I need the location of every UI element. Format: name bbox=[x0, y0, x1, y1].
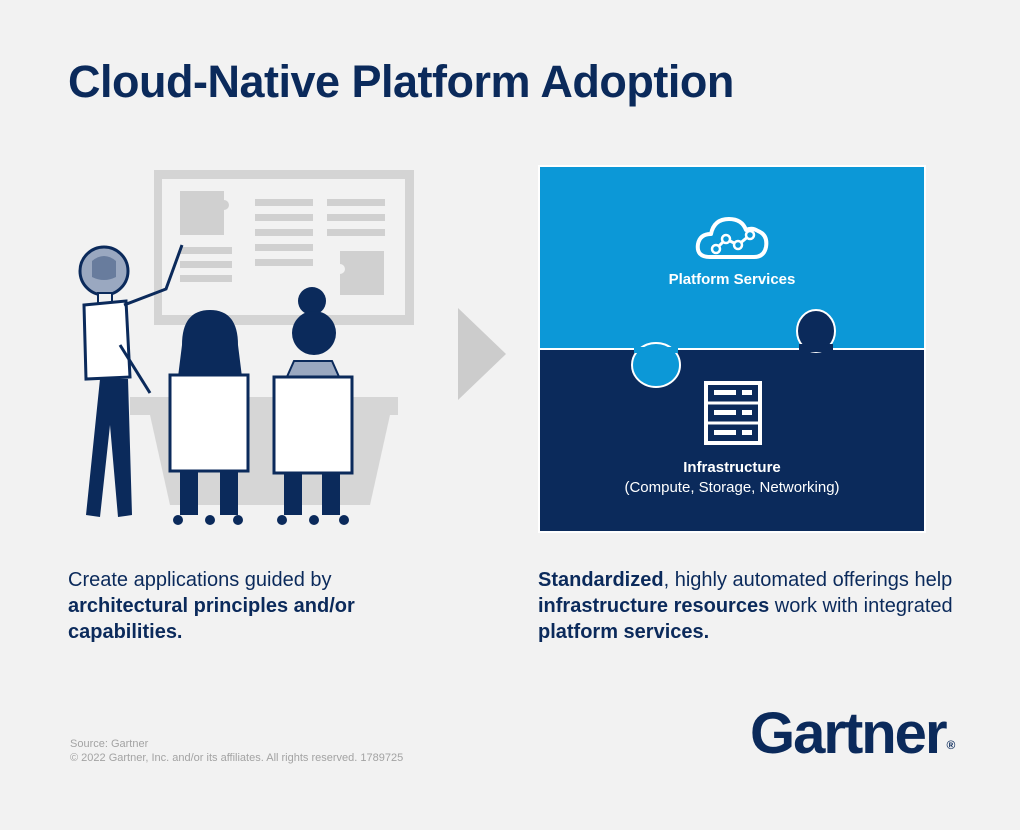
copyright-line: © 2022 Gartner, Inc. and/or its affiliat… bbox=[70, 752, 404, 764]
presenter-figure bbox=[78, 244, 184, 517]
right-caption-bold-2: infrastructure resources bbox=[538, 595, 770, 617]
page-title: Cloud-Native Platform Adoption bbox=[68, 56, 734, 107]
infrastructure-label: Infrastructure bbox=[683, 459, 781, 476]
right-caption-plain-1: , highly automated offerings help bbox=[663, 569, 953, 591]
left-caption: Create applications guided by architectu… bbox=[68, 567, 448, 645]
server-rack-icon bbox=[704, 381, 762, 445]
meeting-illustration bbox=[78, 170, 414, 525]
logo-text: Gartner bbox=[750, 701, 948, 766]
source-note: Source: Gartner © 2022 Gartner, Inc. and… bbox=[70, 737, 403, 765]
right-caption-bold-1: Standardized bbox=[538, 569, 664, 591]
right-caption-plain-2: work with integrated bbox=[774, 595, 953, 617]
whiteboard bbox=[154, 170, 414, 325]
infrastructure-block bbox=[540, 350, 924, 531]
source-line: Source: Gartner bbox=[70, 738, 149, 750]
seated-person-left bbox=[168, 310, 250, 525]
left-caption-bold: architectural principles and/or capabili… bbox=[68, 595, 355, 643]
right-caption-bold-3: platform services. bbox=[538, 621, 710, 643]
registered-mark: ® bbox=[946, 738, 956, 752]
cloud-network-icon bbox=[695, 217, 769, 259]
gartner-logo: Gartner® bbox=[750, 700, 955, 767]
platform-services-label: Platform Services bbox=[669, 271, 796, 288]
right-arrow-icon bbox=[458, 308, 506, 400]
seated-person-right bbox=[272, 287, 354, 525]
left-caption-plain: Create applications guided by bbox=[68, 569, 332, 591]
platform-puzzle-diagram: Platform Services Infrastructure (Comput… bbox=[538, 165, 926, 533]
infrastructure-sublabel: (Compute, Storage, Networking) bbox=[624, 479, 839, 496]
right-caption: Standardized, highly automated offerings… bbox=[538, 567, 978, 645]
